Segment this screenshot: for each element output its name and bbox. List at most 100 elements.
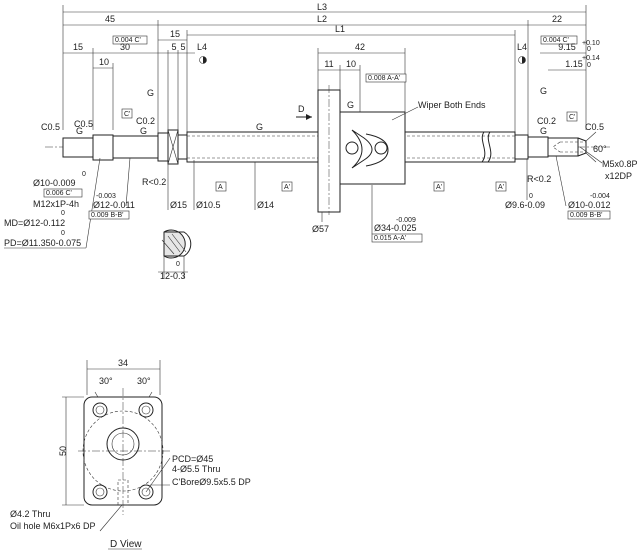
thread-pd: PD=Ø11.350-0.075 [4, 238, 81, 248]
right-relief [514, 134, 529, 160]
md-zero: 0 [61, 210, 65, 217]
angle-60: 60° [593, 144, 607, 154]
datum-a-3: A' [436, 184, 442, 191]
dim-9-15: 9.15 [558, 42, 576, 52]
dview-hole-tr [138, 402, 154, 418]
label-view-d: D [298, 104, 305, 114]
dim-l3: L3 [317, 2, 327, 12]
dim-5b: 5 [180, 42, 185, 52]
datum-a-1: A [218, 184, 223, 191]
g-mark-nut: G [347, 100, 354, 110]
chamfer-c05-thread: C0.5 [74, 119, 93, 129]
dview-holes: 4-Ø5.5 Thru [172, 464, 220, 474]
label-wiper: Wiper Both Ends [418, 100, 486, 110]
chamfer-c05-right: C0.5 [585, 122, 604, 132]
dia10r-upper: -0.004 [590, 193, 610, 200]
nut-ball-hole-1 [345, 141, 359, 155]
dim-10-nut: 10 [346, 59, 356, 69]
thread-depth: x12DP [605, 171, 632, 181]
tol-0009-left: 0.009 B-B' [91, 212, 123, 219]
dim-42: 42 [355, 42, 365, 52]
dia12-upper: -0.003 [96, 193, 116, 200]
g-mark-screw: G [256, 122, 263, 132]
chamfer-c02-right: C0.2 [537, 116, 556, 126]
dview-pcd: PCD=Ø45 [172, 454, 213, 464]
radius-right: R<0.2 [527, 174, 551, 184]
dia34-upper: -0.009 [396, 217, 416, 224]
dim-l4-left: L4 [197, 42, 207, 52]
d-view: 34 30° 30° 50 PCD=Ø45 4-Ø5.5 Thru C'Bore… [10, 358, 251, 550]
dia14: Ø14 [257, 200, 274, 210]
section-zero: 0 [176, 261, 180, 268]
dim-22: 22 [552, 14, 562, 24]
tol-zero-014: 0 [587, 62, 591, 69]
right-bearing-seat [527, 136, 549, 158]
nut-ball-hole-2 [374, 141, 388, 155]
dim-30: 30 [120, 42, 130, 52]
relief [177, 134, 188, 160]
tol-upper-010: +0.10 [582, 40, 600, 47]
dview-height: 50 [58, 446, 68, 456]
dview-angle-left: 30° [99, 376, 113, 386]
tol-0006c: 0.006 C' [46, 190, 72, 197]
dim-5a: 5 [171, 42, 176, 52]
overall-dimensions: L3 45 L2 22 L1 15 0.004 C' 0.004 C' +0.1… [62, 2, 600, 140]
thread-section [92, 134, 114, 161]
dview-width: 34 [118, 358, 128, 368]
ball-screw-shaft: Wiper Both Ends D G G G G G G G C0.5 C0.… [41, 56, 610, 215]
shaft-section-view: 0 12-0.3 [158, 229, 192, 281]
dim-15-top: 15 [170, 29, 180, 39]
datum-a-4: A' [498, 184, 504, 191]
dia10-right: Ø10-0.012 [568, 200, 611, 210]
radius-left: R<0.2 [142, 177, 166, 187]
shoulder [157, 132, 169, 162]
right-callouts: 0 Ø9.6-0.09 R<0.2 -0.004 Ø10-0.012 0.009… [505, 131, 638, 220]
bearing-seat [112, 135, 159, 159]
dim-l2: L2 [317, 14, 327, 24]
dia34: Ø34-0.025 [374, 223, 417, 233]
tol-0004c-left: 0.004 C' [115, 37, 141, 44]
datum-c-left: C' [124, 111, 130, 118]
left-callouts: 0 Ø10-0.009 0.006 C' M12x1P-4h 0 MD=Ø12-… [4, 157, 423, 249]
tol-0004c-right: 0.004 C' [543, 37, 569, 44]
tol-0008: 0.008 A-A' [368, 75, 400, 82]
chamfer-c05-left: C0.5 [41, 122, 60, 132]
dim-10-left: 10 [99, 57, 109, 67]
dia96-zero: 0 [529, 193, 533, 200]
tol-0015: 0.015 A-A' [374, 235, 406, 242]
dim-l1: L1 [335, 24, 345, 34]
tol-upper-014: +0.14 [582, 55, 600, 62]
dia96: Ø9.6-0.09 [505, 200, 545, 210]
g-mark-vertical: G [147, 88, 154, 98]
dview-cbore: C'BoreØ9.5x5.5 DP [172, 477, 251, 487]
dia12: Ø12-0.011 [93, 200, 135, 210]
dim-l4-right: L4 [517, 42, 527, 52]
dia57: Ø57 [312, 224, 329, 234]
dim-45: 45 [105, 14, 115, 24]
nut-wiper-slot [351, 129, 373, 169]
dview-hole-bl [92, 484, 108, 500]
right-journal [547, 137, 579, 157]
g-mark-right2: G [540, 86, 547, 96]
dia105: Ø10.5 [196, 200, 221, 210]
chamfer-c02-left: C0.2 [136, 116, 155, 126]
tol-zero-010: 0 [587, 46, 591, 53]
datum-a-2: A' [284, 184, 290, 191]
datum-c-right: C' [569, 114, 575, 121]
dia10-zero: 0 [82, 171, 86, 178]
left-journal [62, 137, 94, 158]
dia10-left: Ø10-0.009 [33, 178, 76, 188]
g-mark-left: G [76, 126, 83, 136]
dview-hole-tl [92, 402, 108, 418]
thread-md: MD=Ø12-0.112 [4, 218, 65, 228]
dview-thru: Ø4.2 Thru [10, 509, 50, 519]
dview-oil-hole: Oil hole M6x1Px6 DP [10, 521, 96, 531]
tol-0009-right: 0.009 B-B' [570, 212, 602, 219]
section-dim: 12-0.3 [160, 271, 186, 281]
dview-angle-right: 30° [137, 376, 151, 386]
dview-title: D View [110, 539, 142, 550]
thread-m12: M12x1P-4h [33, 199, 79, 209]
dia15: Ø15 [170, 200, 187, 210]
pd-zero: 0 [61, 230, 65, 237]
